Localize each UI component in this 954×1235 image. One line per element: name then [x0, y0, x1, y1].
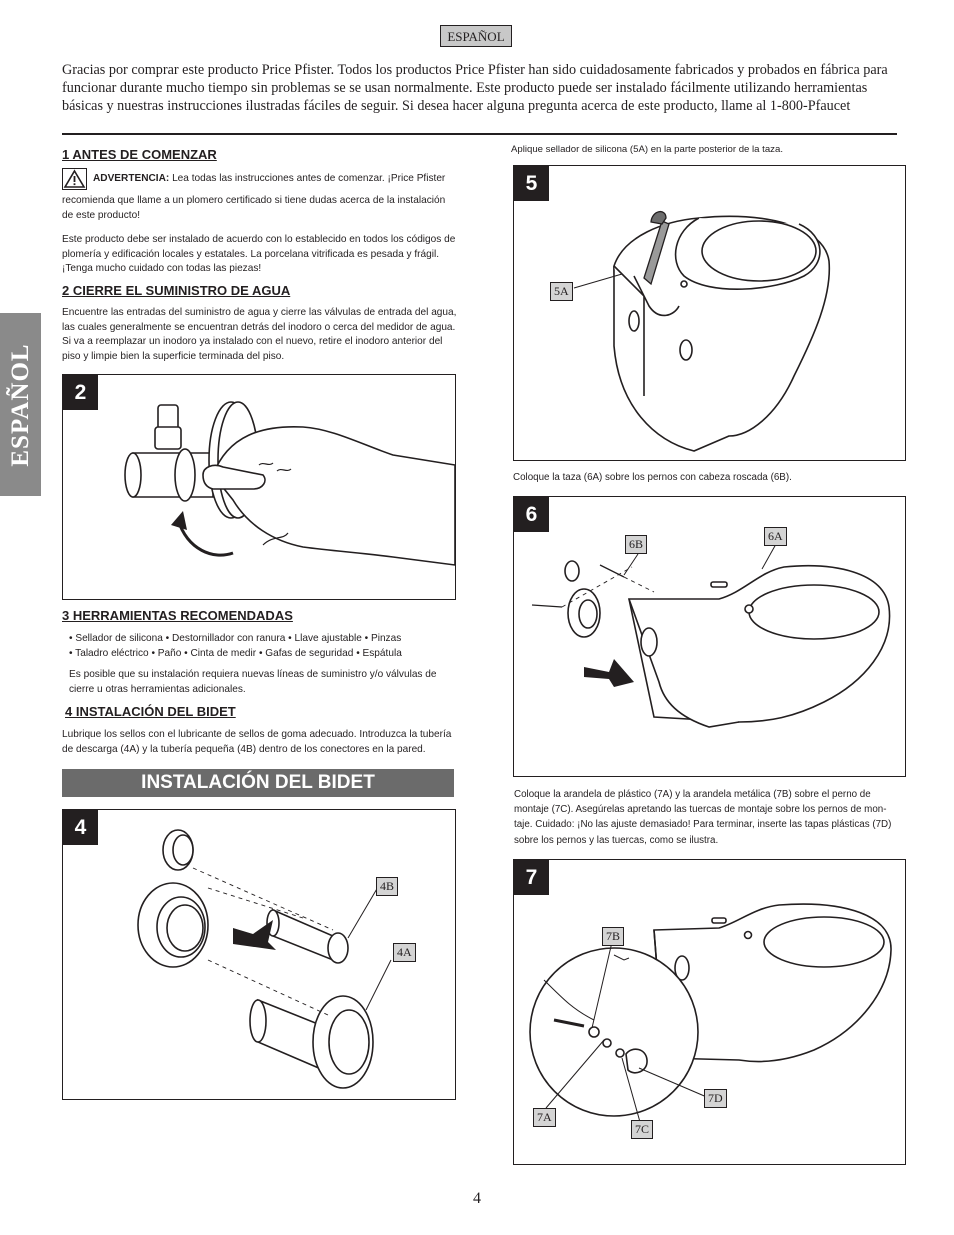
- figure-2: 2: [62, 374, 456, 600]
- page-number: 4: [473, 1190, 481, 1207]
- callout-6a: 6A: [764, 527, 787, 546]
- section-1-paragraph: Este producto debe ser instalado de acue…: [62, 234, 456, 274]
- figure-4-illustration: [137, 829, 392, 1089]
- figure-5-caption: Aplique sellador de silicona (5A) en la …: [511, 144, 783, 155]
- figure-5-illustration: [573, 211, 831, 452]
- section-3-title: 3 HERRAMIENTAS RECOMENDADAS: [62, 608, 293, 623]
- warning-icon: [62, 168, 87, 190]
- callout-4b: 4B: [376, 877, 399, 896]
- warning-text: Lea todas las instrucciones antes de com…: [62, 173, 446, 221]
- section-banner: INSTALACIÓN DEL BIDET: [62, 769, 454, 797]
- callout-6b: 6B: [625, 535, 648, 554]
- section-4-title: 4 INSTALACIÓN DEL BIDET: [65, 704, 236, 719]
- callout-7a: 7A: [533, 1108, 556, 1127]
- callout-5a: 5A: [550, 282, 573, 301]
- figure-5: 5 5A: [513, 165, 906, 461]
- figure-7: 7 7B 7D 7A 7C: [513, 859, 906, 1165]
- warning-paragraph: ADVERTENCIA: Lea todas las instrucciones…: [62, 168, 458, 223]
- tools-list: • Sellador de silicona • Destornillador …: [69, 632, 459, 661]
- figure-2-number: 2: [63, 375, 98, 410]
- figure-6-caption: Coloque la taza (6A) sobre los pernos co…: [513, 472, 792, 483]
- section-1-title: 1 ANTES DE COMENZAR: [62, 147, 217, 162]
- section-3-paragraph: Es posible que su instalación requiera n…: [69, 669, 437, 695]
- header-divider: [62, 133, 897, 135]
- intro-paragraph: Gracias por comprar este producto Price …: [62, 62, 888, 114]
- figure-7-number: 7: [514, 860, 549, 895]
- callout-4a: 4A: [393, 943, 416, 962]
- section-2-paragraph: Encuentre las entradas del suministro de…: [62, 307, 457, 362]
- tools-line-1: • Sellador de silicona • Destornillador …: [69, 633, 402, 644]
- figure-4: 4 4B 4A: [62, 809, 456, 1100]
- callout-7d: 7D: [704, 1089, 727, 1108]
- figure-2-illustration: [124, 401, 455, 566]
- warning-label: ADVERTENCIA:: [93, 173, 170, 184]
- figure-6-illustration: [531, 543, 891, 728]
- callout-7c: 7C: [631, 1120, 654, 1139]
- section-4-paragraph: Lubrique los sellos con el lubricante de…: [62, 729, 452, 755]
- side-tab-label: ESPAÑOL: [6, 342, 34, 467]
- figure-4-number: 4: [63, 810, 98, 845]
- warning-block: ADVERTENCIA: Lea todas las instrucciones…: [62, 168, 458, 223]
- figure-6-number: 6: [514, 497, 549, 532]
- language-tag: ESPAÑOL: [440, 25, 512, 47]
- side-language-tab: ESPAÑOL: [0, 313, 41, 496]
- figure-7-caption: Coloque la arandela de plástico (7A) y l…: [514, 789, 892, 846]
- figure-7-illustration: [529, 903, 892, 1123]
- callout-7b: 7B: [602, 927, 625, 946]
- figure-6: 6 6B 6A: [513, 496, 906, 777]
- tools-line-2: • Taladro eléctrico • Paño • Cinta de me…: [69, 647, 402, 659]
- figure-5-number: 5: [514, 166, 549, 201]
- section-2-title: 2 CIERRE EL SUMINISTRO DE AGUA: [62, 283, 291, 298]
